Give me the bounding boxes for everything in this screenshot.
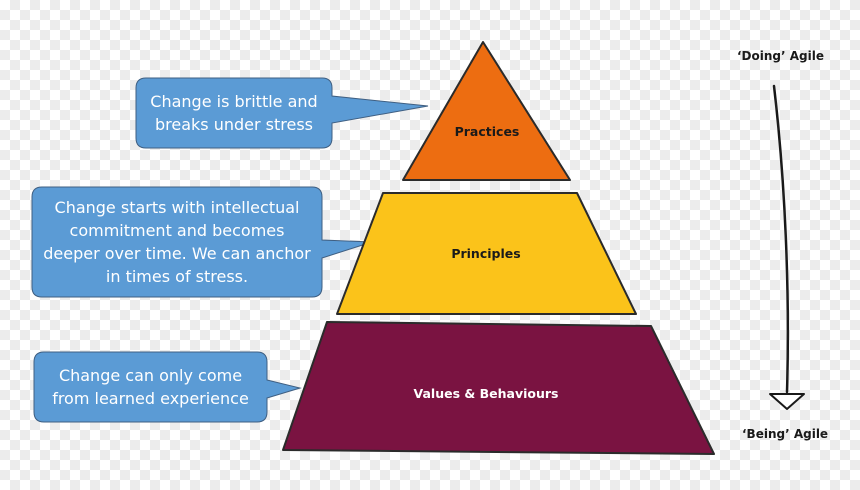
tier-values-behaviours	[282, 321, 715, 455]
callout-text-brittle: Change is brittle and breaks under stres…	[150, 92, 318, 134]
arrow-shaft	[772, 84, 790, 394]
tier-label-practices: Practices	[455, 124, 520, 139]
being-agile-label: ‘Being’ Agile	[742, 427, 829, 441]
tier-label-values-behaviours: Values & Behaviours	[414, 386, 559, 401]
tier-label-principles: Principles	[451, 246, 520, 261]
tier-principles	[336, 192, 637, 315]
tier-practices	[402, 41, 571, 181]
callout-bubble-middle	[31, 186, 373, 298]
callout-text-intellectual: Change starts with intellectual commitme…	[43, 198, 311, 286]
arrow-head	[769, 393, 805, 410]
callout-text-learned: Change can only come from learned experi…	[52, 366, 249, 408]
callout-bubble-top	[135, 77, 429, 149]
callout-bubble-bottom	[33, 351, 302, 423]
doing-agile-label: ‘Doing’ Agile	[737, 49, 824, 63]
